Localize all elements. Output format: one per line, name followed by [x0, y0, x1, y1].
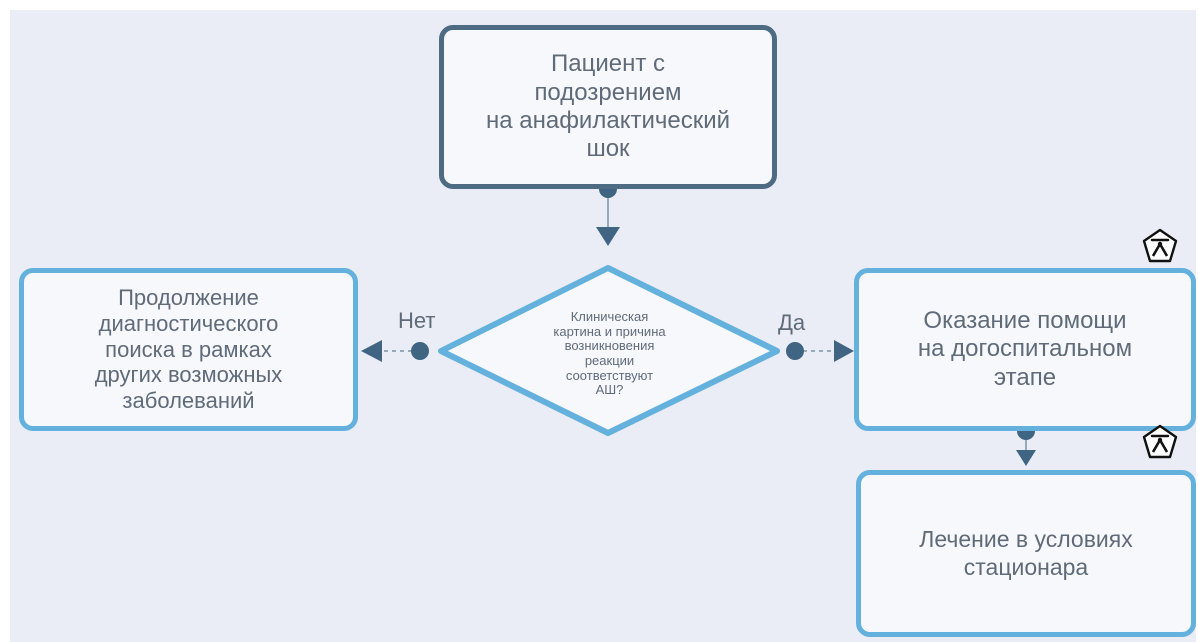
start-line-4: шок: [586, 135, 630, 163]
decision-line-3: возникновения: [564, 338, 655, 354]
continue-diagnosis-text: Продолжение диагностического поиска в ра…: [95, 285, 283, 415]
flowchart-canvas: Пациент с подозрением на анафилактически…: [10, 10, 1196, 642]
emergency-pentagon-icon: [1142, 424, 1178, 459]
decision-line-2: картина и причина: [553, 323, 666, 339]
no-connector: [361, 340, 429, 362]
continue-line-1: Продолжение: [118, 284, 259, 310]
help-line-2: на догоспитальном: [917, 335, 1133, 363]
arrowhead-right: [834, 340, 854, 362]
connector-dot: [411, 342, 429, 360]
decision-diamond: [438, 265, 780, 436]
arrowhead-down: [596, 227, 620, 246]
emergency-pentagon-icon: [1142, 228, 1178, 263]
decision-line-1: Клиническая: [570, 309, 649, 324]
start-line-2: подозрением: [534, 78, 682, 106]
start-line-1: Пациент с: [550, 50, 665, 78]
continue-line-4: других возможных: [94, 362, 283, 388]
yes-connector: [786, 340, 854, 362]
decision-line-5: соответствуют: [565, 367, 654, 383]
help-line-3: этапе: [993, 363, 1057, 391]
help-line-1: Оказание помощи: [923, 307, 1127, 335]
start-node: Пациент с подозрением на анафилактически…: [439, 25, 777, 189]
decision-text: Клиническая картина и причина возникнове…: [532, 309, 687, 398]
continue-diagnosis-node: Продолжение диагностического поиска в ра…: [19, 268, 358, 431]
yes-label: Да: [778, 310, 806, 335]
continue-line-2: диагностического: [98, 310, 279, 336]
prehospital-care-node: Оказание помощи на догоспитальном этапе: [854, 268, 1196, 431]
arrowhead-left: [361, 340, 382, 362]
hospital-line-2: стационара: [963, 553, 1089, 580]
start-line-3: на анафилактический: [485, 107, 731, 134]
no-label: Нет: [398, 308, 436, 333]
continue-line-5: заболеваний: [122, 388, 255, 414]
decision-line-4: реакции: [584, 353, 635, 369]
prehospital-care-text: Оказание помощи на догоспитальном этапе: [918, 307, 1132, 392]
hospital-line-1: Лечение в условиях: [919, 526, 1133, 553]
start-node-text: Пациент с подозрением на анафилактически…: [486, 50, 730, 163]
start-to-decision-connector: [596, 180, 620, 246]
hospital-treatment-node: Лечение в условиях стационара: [856, 470, 1196, 637]
continue-line-3: поиска в рамках: [105, 336, 272, 362]
decision-line-6: АШ?: [595, 382, 624, 398]
hospital-treatment-text: Лечение в условиях стационара: [919, 526, 1132, 580]
connector-dot: [786, 342, 804, 360]
arrowhead-down: [1016, 450, 1036, 466]
